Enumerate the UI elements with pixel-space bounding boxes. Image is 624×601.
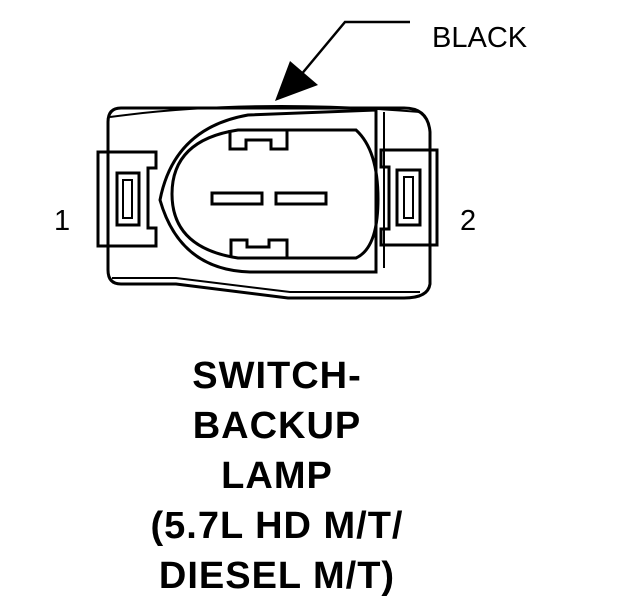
cavity-top-keyway <box>228 130 289 151</box>
right-latch-outline <box>379 148 439 247</box>
title-line-4: (5.7L HD M/T/ <box>150 505 404 547</box>
title-line-5: DIESEL M/T) <box>158 555 396 597</box>
mating-cavity-outline <box>170 128 380 260</box>
cavity-bottom-keyway <box>229 238 289 258</box>
terminal-pin-2 <box>274 191 328 206</box>
housing-bottom-ridge <box>112 277 420 293</box>
inner-shroud-outline <box>158 108 378 274</box>
connector-housing <box>96 105 439 300</box>
right-latch-slot-outer <box>395 168 422 227</box>
terminal-pin-1 <box>210 191 264 206</box>
wire-color-label: BLACK <box>432 22 528 54</box>
housing-outer-outline <box>106 106 432 300</box>
left-latch-slot-inner <box>122 179 133 219</box>
right-latch-slot-inner <box>403 176 414 219</box>
left-latch-slot-outer <box>115 171 141 227</box>
title-line-1: SWITCH- <box>192 355 362 397</box>
wire-color-leader <box>275 20 410 101</box>
title-line-2: BACKUP <box>192 405 362 447</box>
leader-line <box>299 20 410 77</box>
pin-1-label: 1 <box>54 205 70 237</box>
left-latch-outline <box>96 150 158 248</box>
pin-2-label: 2 <box>460 205 476 237</box>
terminals <box>210 191 328 206</box>
title-line-3: LAMP <box>221 455 333 497</box>
leader-arrowhead <box>275 61 318 101</box>
